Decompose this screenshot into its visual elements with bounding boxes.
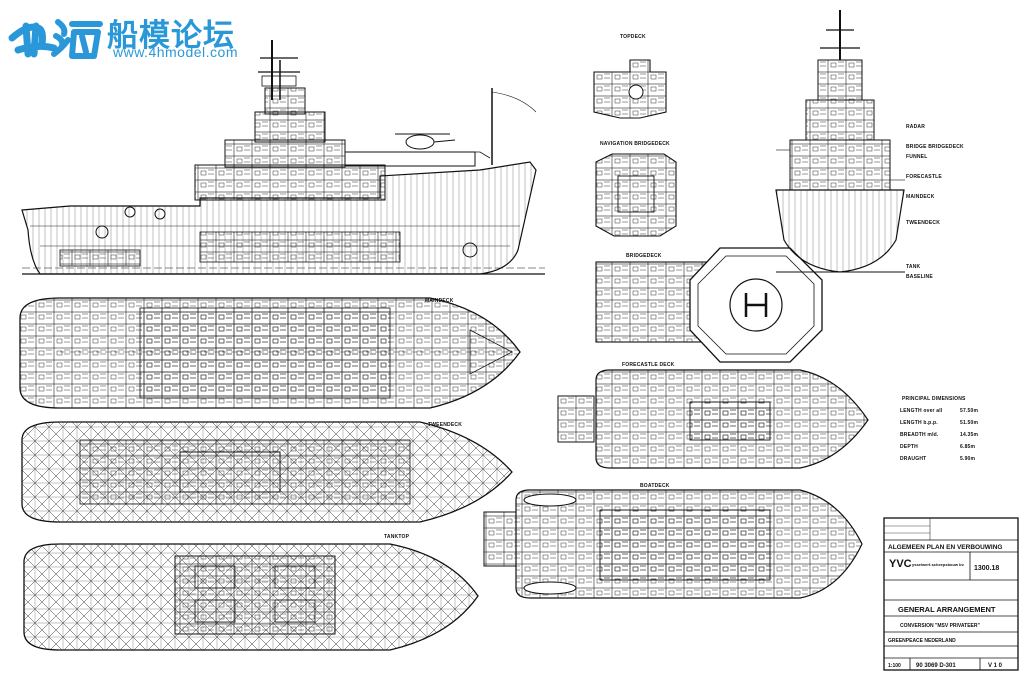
front-label-2: FUNNEL	[906, 154, 927, 160]
bridgedeck-plan: BRIDGEDECK	[595, 247, 823, 363]
boatdeck-label: BOATDECK	[640, 483, 670, 489]
title-block: ALGEMEEN PLAN EN VERBOUWING YVC ysselwer…	[883, 517, 1019, 671]
front-label-4: MAINDECK	[906, 194, 935, 200]
navigation-bridgedeck-label: NAVIGATION BRIDGEDECK	[600, 141, 670, 147]
dim-value-4: 5.90m	[960, 456, 976, 462]
dim-label-1: LENGTH b.p.p.	[900, 420, 938, 426]
logo-brush-icon	[8, 19, 103, 59]
dim-label-0: LENGTH over all	[900, 408, 943, 414]
dim-value-3: 6.85m	[960, 444, 976, 450]
principal-dimensions-table: PRINCIPAL DIMENSIONS LENGTH over all 57.…	[900, 396, 979, 462]
maindeck-plan: MAINDECK	[19, 297, 521, 409]
dim-label-4: DRAUGHT	[900, 456, 926, 462]
watermark-logo	[8, 14, 106, 62]
conversion-text: CONVERSION "MSV PRIVATEER"	[900, 623, 980, 629]
watermark-site-url: www.4hmodel.com	[113, 44, 238, 60]
forecastle-deck-plan: FORECASTLE DECK	[557, 362, 869, 469]
front-label-5: TWEENDECK	[906, 220, 940, 226]
dim-value-1: 51.50m	[960, 420, 979, 426]
front-label-3: FORECASTLE	[906, 174, 942, 180]
topdeck-plan: TOPDECK	[593, 34, 667, 119]
helipad-h-marking	[744, 293, 768, 317]
scale-text: 1:100	[888, 663, 901, 669]
tweendeck-label: TWEENDECK	[428, 422, 462, 428]
navigation-bridgedeck-plan: NAVIGATION BRIDGEDECK	[595, 141, 677, 237]
owner-text: GREENPEACE NEDERLAND	[888, 638, 956, 644]
forecastle-deck-label: FORECASTLE DECK	[622, 362, 675, 368]
side-elevation-view	[21, 40, 545, 275]
front-elevation-view: RADAR BRIDGE BRIDGEDECK FUNNEL FORECASTL…	[775, 10, 964, 280]
front-label-1: BRIDGE BRIDGEDECK	[906, 144, 964, 150]
principal-dimensions-title: PRINCIPAL DIMENSIONS	[902, 396, 966, 402]
tanktop-plan: TANKTOP	[23, 534, 479, 651]
company-logo: YVC	[889, 558, 912, 570]
watermark-site-name: 船模论坛	[107, 18, 235, 54]
maindeck-label: MAINDECK	[425, 298, 454, 304]
forward-mast	[491, 88, 537, 165]
drawing-no-short: 1300.18	[974, 565, 999, 572]
front-label-7: BASELINE	[906, 274, 933, 280]
helicopter-on-deck	[395, 133, 456, 150]
drawing-title: GENERAL ARRANGEMENT	[898, 605, 996, 614]
front-label-6: TANK	[906, 264, 921, 270]
front-label-0: RADAR	[906, 124, 925, 130]
mast	[258, 40, 300, 100]
company-sub: ysselwerf-scheepsbouw bv	[912, 562, 965, 567]
tweendeck-plan: TWEENDECK	[21, 421, 513, 523]
title-block-header: ALGEMEEN PLAN EN VERBOUWING	[888, 544, 1002, 551]
front-view-label-group: RADAR BRIDGE BRIDGEDECK FUNNEL FORECASTL…	[906, 124, 964, 280]
aft-deck-gear	[59, 206, 478, 267]
sheet-number: V 1 0	[988, 663, 1003, 669]
drawing-number: 90 3069 D-301	[916, 663, 956, 669]
dim-value-0: 57.50m	[960, 408, 979, 414]
dim-label-3: DEPTH	[900, 444, 918, 450]
bridgedeck-label: BRIDGEDECK	[626, 253, 662, 259]
topdeck-label: TOPDECK	[620, 34, 646, 40]
dim-value-2: 14.35m	[960, 432, 979, 438]
boatdeck-plan: BOATDECK	[483, 483, 863, 599]
tanktop-label: TANKTOP	[384, 534, 410, 540]
dim-label-2: BREADTH mld.	[900, 432, 939, 438]
